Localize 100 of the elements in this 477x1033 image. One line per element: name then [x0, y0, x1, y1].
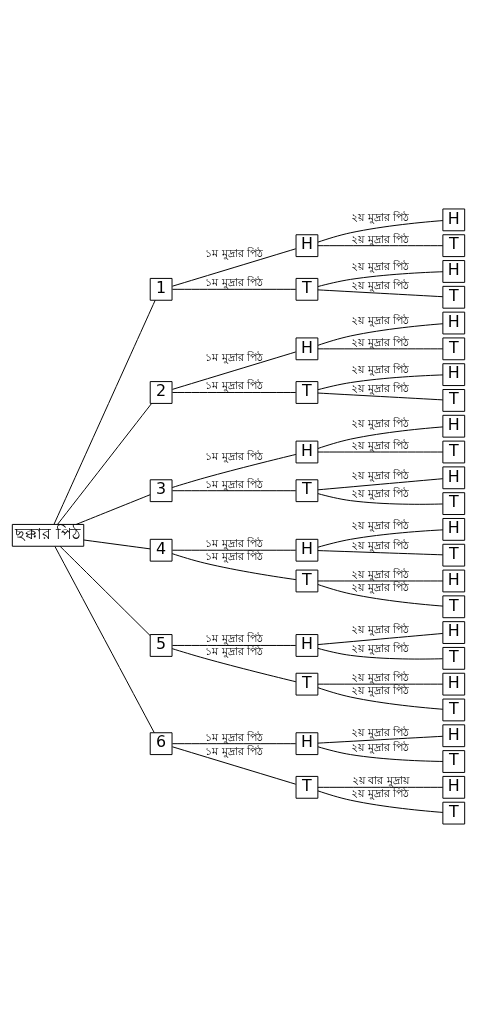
connector — [53, 299, 156, 525]
edge-label: ১ম মুদ্রার পিঠ — [205, 632, 263, 646]
node-box: H — [442, 518, 466, 541]
connector — [59, 545, 151, 636]
node-box: T — [442, 285, 466, 309]
connector — [171, 644, 297, 646]
connector — [317, 289, 444, 298]
connector — [317, 426, 444, 449]
connector — [317, 529, 444, 548]
edge-label: ২য় মুদ্রার পিঠ — [351, 519, 410, 533]
connector — [317, 786, 444, 788]
node-box: T — [442, 698, 466, 722]
connector — [317, 478, 444, 491]
edge-label: ২য় মুদ্রার পিঠ — [351, 335, 410, 349]
node-box: H — [442, 311, 466, 335]
connector — [317, 271, 444, 288]
node-box: H — [442, 621, 466, 644]
edge-label: ২য় মুদ্রার পিঠ — [351, 232, 410, 246]
connector — [317, 687, 444, 710]
edge-label: ২য় মুদ্রার পিঠ — [351, 683, 410, 697]
connector — [317, 550, 444, 556]
node-box: H — [442, 363, 466, 387]
connector — [317, 493, 444, 505]
edge-label: ২য় মুদ্রার পিঠ — [351, 210, 410, 224]
connector — [171, 746, 297, 785]
edge-label: ২য় বার মুদ্রায় — [351, 774, 409, 788]
connector — [171, 392, 297, 393]
edge-label: ২য় মুদ্রার পিঠ — [351, 438, 410, 452]
connector — [317, 580, 444, 582]
node-box: T — [295, 479, 319, 503]
node-box: H — [295, 440, 319, 464]
node-box: T — [442, 389, 466, 412]
connector — [57, 403, 152, 525]
connector — [317, 683, 444, 685]
node-box: T — [442, 543, 466, 567]
edge-label: ২য় মুদ্রার পিঠ — [351, 623, 410, 637]
connector — [317, 348, 444, 350]
node-box: 2 — [149, 381, 173, 404]
node-box: 5 — [149, 634, 173, 657]
connector — [317, 746, 444, 762]
connector — [171, 743, 297, 745]
edge-label: ২য় মুদ্রার পিঠ — [351, 580, 410, 594]
edge-label: ১ম মুদ্রার পিঠ — [205, 350, 263, 364]
edge-label: ২য় মুদ্রার পিঠ — [351, 741, 410, 755]
node-box: H — [295, 337, 319, 361]
edge-label: ২য় মুদ্রার পিঠ — [351, 787, 410, 801]
node-box: ছক্কার পিঠ — [11, 523, 85, 547]
connector — [317, 374, 444, 391]
node-box: 3 — [149, 479, 173, 503]
connector — [317, 392, 444, 401]
connector — [171, 248, 297, 287]
edge-label: ১ম মুদ্রার পিঠ — [205, 549, 263, 563]
node-box: H — [295, 732, 319, 756]
edge-label: ২য় মুদ্রার পিঠ — [351, 487, 410, 501]
node-box: 1 — [149, 277, 173, 301]
node-box: H — [442, 260, 466, 283]
connector — [171, 490, 297, 492]
edge-label: ১ম মুদ্রার পিঠ — [205, 379, 263, 393]
node-box: H — [442, 414, 466, 438]
edge-label: ১ম মুদ্রার পিঠ — [205, 730, 263, 744]
edge-label: ২য় মুদ্রার পিঠ — [351, 417, 410, 431]
node-box: T — [442, 750, 466, 773]
edge-label: ১ম মুদ্রার পিঠ — [205, 477, 263, 491]
node-box: T — [442, 801, 466, 825]
edge-label: ১ম মুদ্রার পিঠ — [205, 537, 263, 551]
node-box: T — [442, 492, 466, 515]
node-box: H — [442, 569, 466, 593]
connector — [317, 451, 444, 453]
node-box: 4 — [149, 538, 173, 562]
edge-label: ২য় মুদ্রার পিঠ — [351, 567, 410, 581]
connector — [317, 790, 444, 813]
node-box: H — [442, 724, 466, 748]
edge-label: ২য় মুদ্রার পিঠ — [351, 279, 410, 293]
node-box: T — [442, 595, 466, 619]
node-box: T — [295, 775, 319, 799]
connector — [171, 549, 297, 551]
edge-label: ২য় মুদ্রার পিঠ — [351, 539, 410, 553]
connector — [171, 453, 297, 488]
connector — [54, 546, 155, 734]
node-box: H — [295, 234, 319, 258]
connector — [75, 494, 151, 525]
edge-label: ১ম মুদ্রার পিঠ — [205, 449, 263, 463]
node-box: H — [442, 672, 466, 696]
connector — [83, 539, 151, 550]
connector — [317, 220, 444, 243]
connector — [317, 735, 444, 744]
connector — [171, 288, 297, 290]
node-box: T — [295, 277, 319, 301]
edge-label: ২য় মুদ্রার পিঠ — [351, 382, 410, 396]
edge-label: ২য় মুদ্রার পিঠ — [351, 363, 410, 377]
node-box: H — [295, 634, 319, 657]
node-box: T — [295, 672, 319, 696]
edge-label: ১ম মুদ্রার পিঠ — [205, 645, 263, 659]
edge-label: ২য় মুদ্রার পিঠ — [351, 642, 410, 656]
edge-label: ২য় মুদ্রার পিঠ — [351, 313, 410, 327]
edge-label: ১ম মুদ্রার পিঠ — [205, 247, 263, 261]
edge-label: ২য় মুদ্রার পিঠ — [351, 468, 410, 482]
node-box: T — [442, 337, 466, 361]
connector — [317, 323, 444, 346]
connector — [317, 584, 444, 607]
